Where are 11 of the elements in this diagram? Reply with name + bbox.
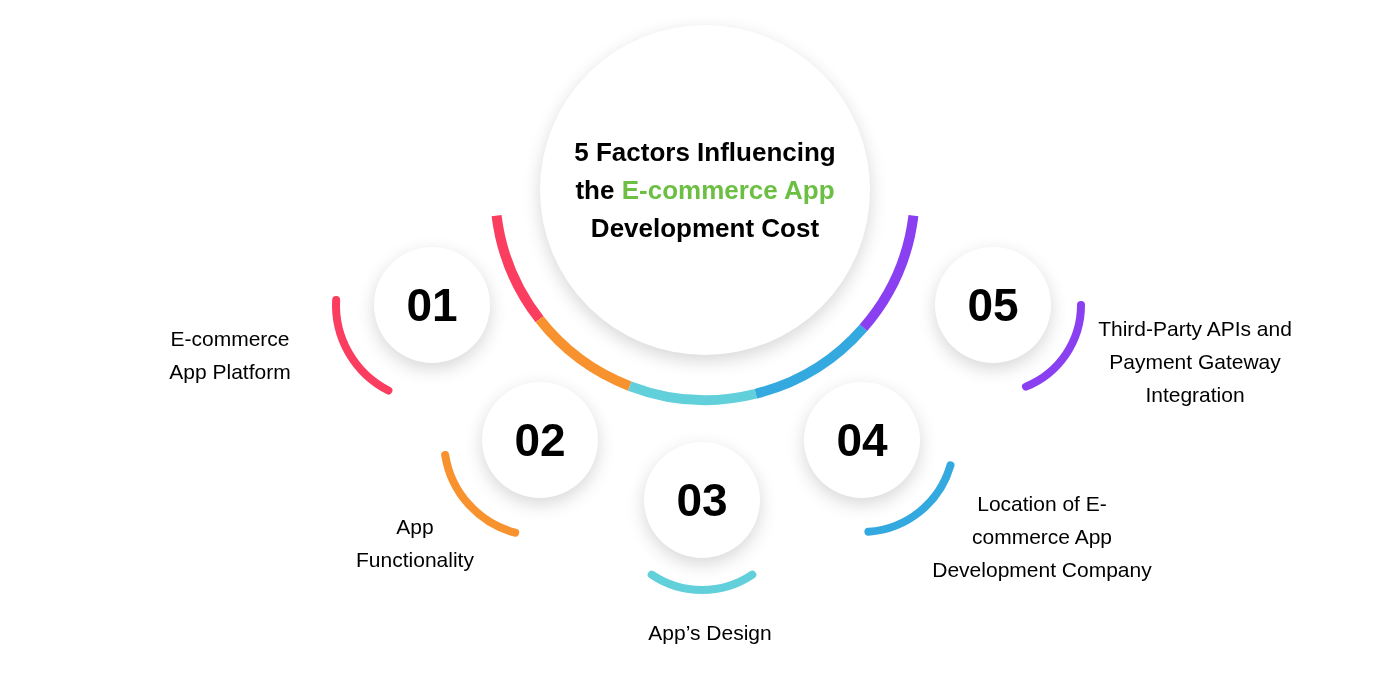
- step-number: 03: [676, 477, 728, 523]
- factor-label: E-commerce App Platform: [168, 326, 292, 385]
- factor-label: Third-Party APIs and Payment Gateway Integration: [1097, 316, 1293, 408]
- factor-label: App Functionality: [355, 514, 475, 573]
- title-text: 5 Factors Influencing the E-commerce App Development Cost: [573, 136, 837, 245]
- step-number: 02: [514, 417, 566, 463]
- step-number: 04: [836, 417, 888, 463]
- factor-label: Location of E-commerce App Development Company: [932, 491, 1152, 583]
- step-number: 01: [406, 282, 458, 328]
- step-number: 05: [967, 282, 1019, 328]
- factor-label: App’s Design: [647, 620, 773, 646]
